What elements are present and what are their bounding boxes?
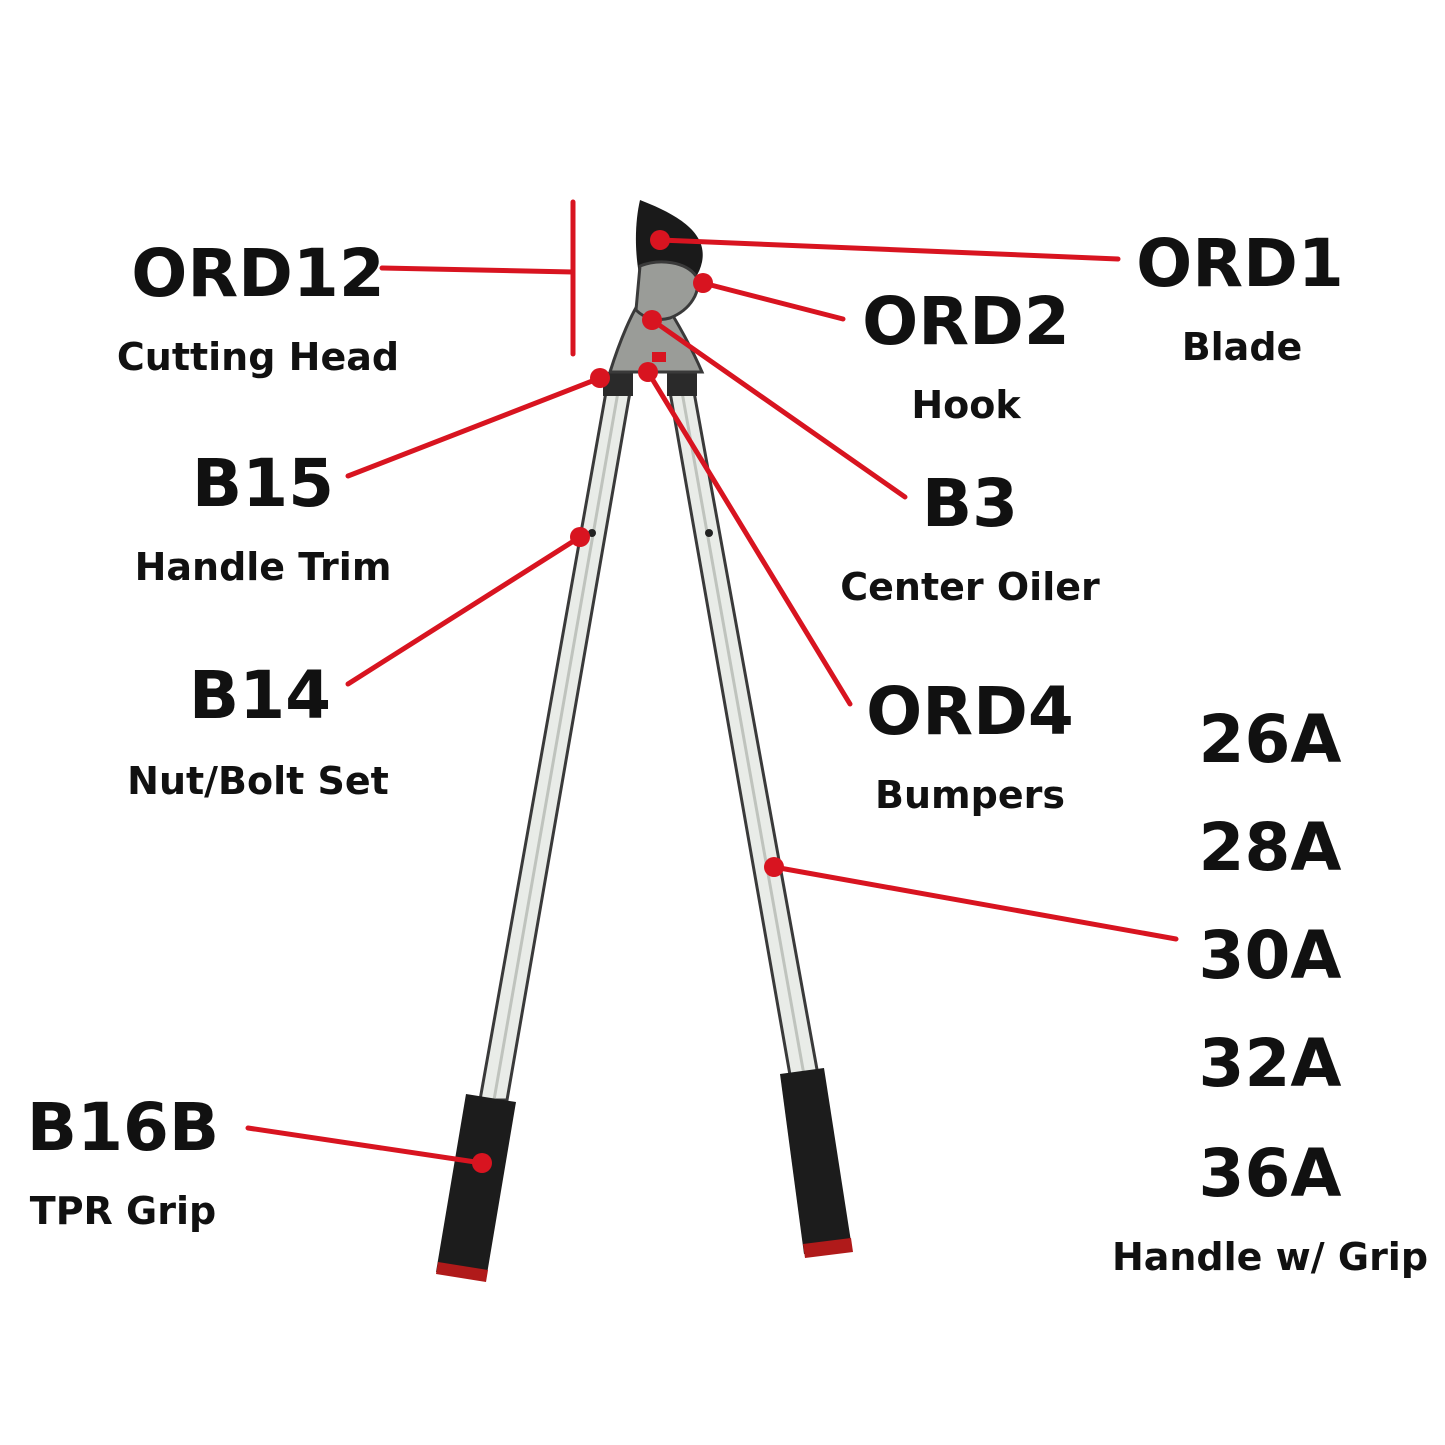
part-desc: Center Oiler [840, 565, 1100, 609]
handle-size-code: 36A [1199, 1135, 1342, 1212]
part-code: ORD2 [862, 283, 1070, 360]
handle-size-desc: Handle w/ Grip [1112, 1235, 1428, 1279]
leader-ord2 [700, 280, 846, 322]
part-labels: ORD12 Cutting Head ORD1 Blade ORD2 Hook … [27, 225, 1428, 1279]
leader-b15 [345, 375, 603, 479]
dot-ord2 [693, 273, 713, 293]
dot-ord4 [638, 362, 658, 382]
part-code: ORD4 [866, 673, 1074, 750]
left-grip [436, 1094, 516, 1282]
lopper-illustration [436, 200, 853, 1282]
hook [634, 260, 699, 322]
leader-b16b [245, 1125, 485, 1166]
label-ord2: ORD2 Hook [862, 283, 1070, 427]
part-desc: Hook [911, 383, 1021, 427]
dot-b15 [590, 368, 610, 388]
part-code: B14 [189, 657, 331, 734]
part-code: ORD1 [1136, 225, 1344, 302]
handle-size-code: 32A [1199, 1025, 1342, 1102]
handle-size-code: 26A [1199, 701, 1342, 778]
dot-b14 [570, 527, 590, 547]
part-code: B15 [192, 445, 334, 522]
part-desc: Bumpers [875, 773, 1065, 817]
part-desc: Nut/Bolt Set [127, 759, 389, 803]
label-b15: B15 Handle Trim [135, 445, 392, 589]
right-grip [780, 1068, 853, 1258]
part-code: B16B [27, 1089, 219, 1166]
leader-ord12 [379, 265, 576, 275]
handle-trim-right [667, 372, 697, 396]
dot-handle [764, 857, 784, 877]
label-ord1: ORD1 Blade [1136, 225, 1344, 369]
leader-ord1 [657, 237, 1121, 262]
handle-size-code: 28A [1199, 809, 1342, 886]
label-b14: B14 Nut/Bolt Set [127, 657, 389, 803]
leader-ord4 [645, 369, 853, 707]
handle-size-code: 30A [1199, 917, 1342, 994]
dot-b16b [472, 1153, 492, 1173]
leader-b14 [345, 534, 583, 687]
right-handle [668, 390, 820, 1077]
label-handle-sizes: 26A 28A 30A 32A 36A Handle w/ Grip [1112, 701, 1428, 1279]
part-desc: Blade [1182, 325, 1303, 369]
part-code: ORD12 [131, 235, 385, 312]
leader-b3 [649, 317, 908, 500]
label-ord12: ORD12 Cutting Head [117, 235, 399, 379]
label-b16b: B16B TPR Grip [27, 1089, 219, 1233]
part-code: B3 [922, 465, 1018, 542]
part-desc: Handle Trim [135, 545, 392, 589]
leader-dots [472, 230, 784, 1173]
label-b3: B3 Center Oiler [840, 465, 1100, 609]
leader-lines [245, 199, 1179, 1166]
left-handle [478, 390, 632, 1102]
dot-ord1 [650, 230, 670, 250]
label-ord4: ORD4 Bumpers [866, 673, 1074, 817]
leader-handle [771, 864, 1179, 942]
dot-b3 [642, 310, 662, 330]
part-desc: TPR Grip [30, 1189, 216, 1233]
part-desc: Cutting Head [117, 335, 399, 379]
